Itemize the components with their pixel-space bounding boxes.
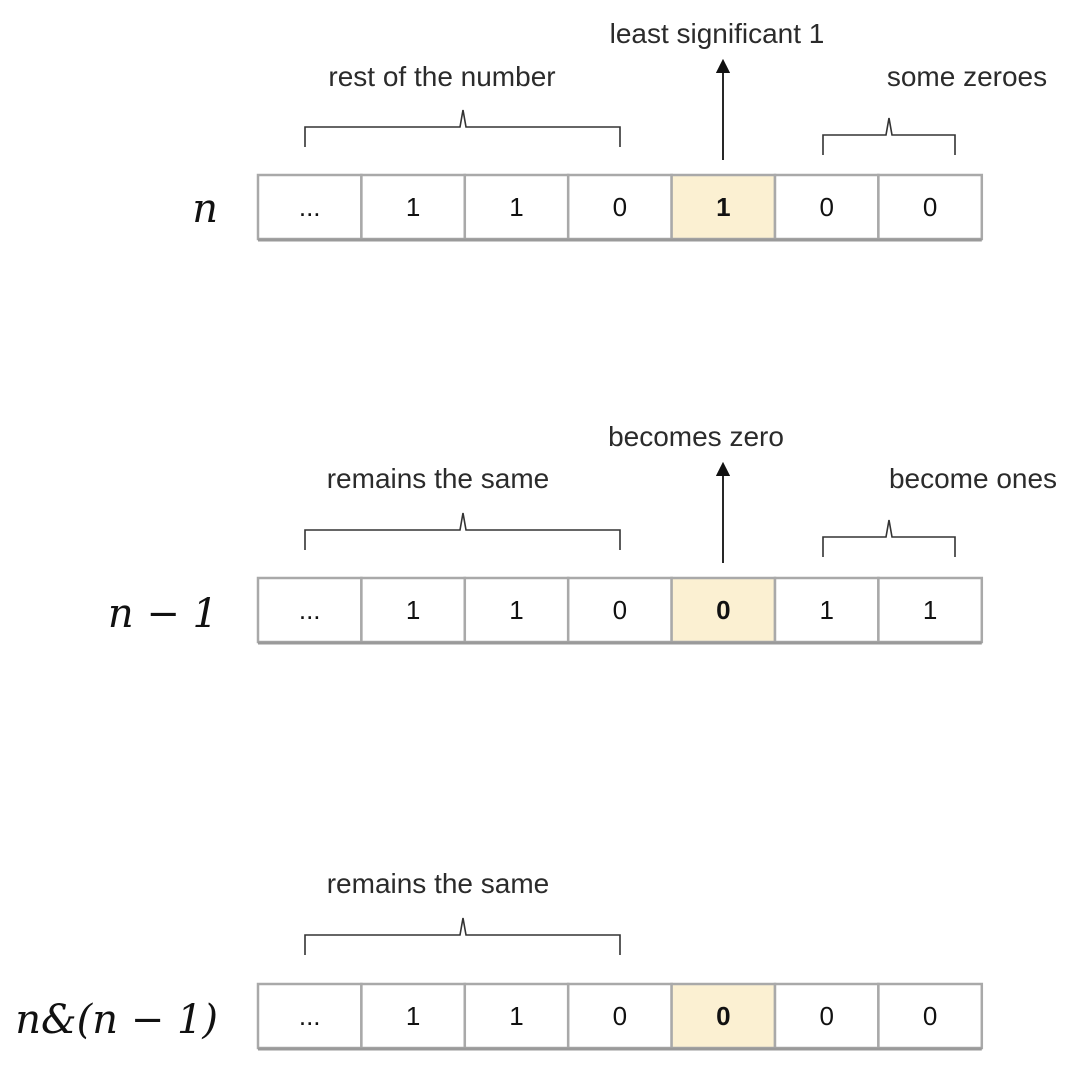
row-n: n rest of the number least significant 1…	[192, 18, 1047, 242]
bit-value: 0	[716, 595, 730, 625]
bit-value: 0	[613, 192, 627, 222]
right-brace	[822, 519, 956, 557]
bit-value: 1	[509, 1001, 523, 1031]
bit-cells: ... 1 1 0 1 0 0	[256, 173, 984, 242]
bit-cell	[256, 576, 363, 644]
bit-value: 1	[509, 192, 523, 222]
right-brace-label: become ones	[889, 463, 1057, 494]
bit-cell	[463, 576, 570, 644]
bit-cell-highlighted	[670, 576, 777, 644]
bit-value: ...	[299, 1001, 321, 1031]
bit-value: 1	[406, 192, 420, 222]
left-brace	[304, 917, 621, 955]
bit-value: 1	[819, 595, 833, 625]
right-brace-label: some zeroes	[887, 61, 1047, 92]
bit-value: 1	[509, 595, 523, 625]
bit-cells: ... 1 1 0 0 1 1	[256, 576, 984, 645]
bit-cell	[877, 173, 984, 241]
bit-value: 0	[613, 1001, 627, 1031]
bit-value: 0	[819, 1001, 833, 1031]
arrow-label: becomes zero	[608, 421, 784, 452]
bit-cell-highlighted	[670, 982, 777, 1050]
bit-cell	[877, 576, 984, 644]
left-brace	[304, 109, 621, 147]
row-label-n: n	[192, 186, 218, 232]
left-brace-label: rest of the number	[328, 61, 555, 92]
bit-cell	[773, 576, 880, 644]
bit-value: 0	[716, 1001, 730, 1031]
row-label-n-minus-1: n − 1	[108, 591, 218, 637]
left-brace-label: remains the same	[327, 868, 550, 899]
bit-value: 1	[923, 595, 937, 625]
bit-cell	[360, 173, 467, 241]
right-brace	[822, 117, 956, 155]
bit-cell	[360, 576, 467, 644]
bit-value: 0	[923, 1001, 937, 1031]
bit-value: 0	[819, 192, 833, 222]
left-brace-label: remains the same	[327, 463, 550, 494]
arrow-label: least significant 1	[610, 18, 825, 49]
row-n-and-n-minus-1: n&(n − 1) remains the same ... 1 1 0 0 0 0	[15, 868, 984, 1051]
bit-value: ...	[299, 595, 321, 625]
bit-value: ...	[299, 192, 321, 222]
bit-value: 0	[613, 595, 627, 625]
bit-value: 1	[716, 192, 730, 222]
row-label-n-and-n-minus-1: n&(n − 1)	[15, 997, 218, 1043]
left-brace	[304, 512, 621, 550]
bit-value: 1	[406, 1001, 420, 1031]
row-n-minus-1: n − 1 remains the same becomes zero beco…	[108, 421, 1057, 645]
bit-value: 0	[923, 192, 937, 222]
bit-cells: ... 1 1 0 0 0 0	[256, 982, 984, 1051]
bit-value: 1	[406, 595, 420, 625]
bit-cell	[566, 982, 673, 1050]
